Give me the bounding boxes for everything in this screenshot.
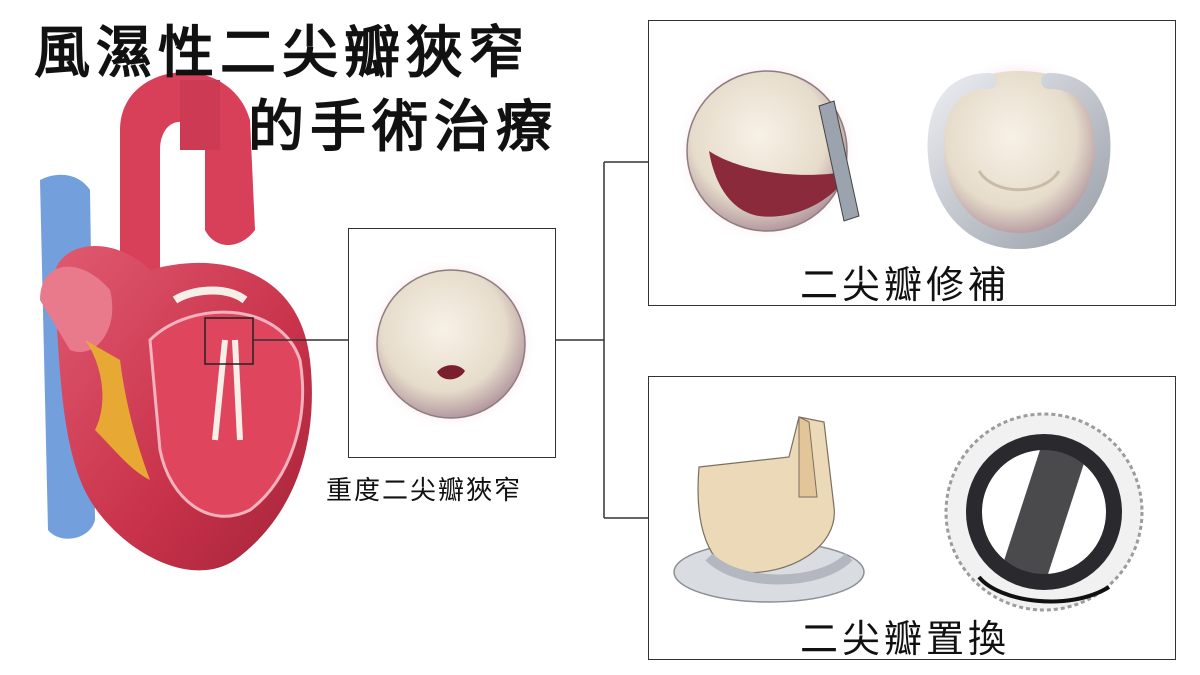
ventricle-cut-shape bbox=[148, 310, 304, 518]
chordae-shape bbox=[212, 339, 243, 441]
fat-tissue-shape bbox=[85, 340, 150, 480]
sewing-ring-shape bbox=[705, 553, 853, 585]
commissurotomy-valve bbox=[675, 59, 860, 243]
bioprosthetic-valve bbox=[673, 416, 865, 603]
highlight-square bbox=[204, 317, 254, 365]
repair-illustration bbox=[675, 57, 1111, 250]
stenotic-valve-illustration bbox=[365, 258, 537, 430]
repair-label: 二尖瓣修補 bbox=[800, 263, 1011, 307]
aorta-shape bbox=[120, 72, 255, 270]
aorta-branch-shape bbox=[180, 80, 220, 150]
narrow-orifice-shape bbox=[437, 365, 465, 380]
connector-lines bbox=[253, 161, 648, 519]
repair-box bbox=[648, 20, 1176, 306]
stenosis-box bbox=[348, 228, 556, 458]
replacement-illustration bbox=[673, 412, 1144, 612]
valve-strut-shape bbox=[798, 416, 818, 498]
title-line-2: 的手術治療 bbox=[248, 95, 558, 160]
coaptation-line-shape bbox=[977, 170, 1061, 192]
scalpel-icon bbox=[818, 100, 860, 222]
tilting-disc-shape bbox=[1000, 438, 1088, 586]
opened-orifice-shape bbox=[709, 151, 849, 217]
sewing-cuff-mark-shape bbox=[977, 575, 1111, 604]
annuloplasty-valve bbox=[927, 57, 1111, 250]
severe-stenosis-label: 重度二尖瓣狹窄 bbox=[326, 476, 523, 506]
replacement-label: 二尖瓣置換 bbox=[800, 617, 1011, 661]
replacement-box bbox=[648, 376, 1176, 660]
title-line-1: 風濕性二尖瓣狹窄 bbox=[34, 21, 530, 86]
annuloplasty-ring-shape bbox=[927, 73, 1111, 250]
valve-leaflet-shape bbox=[172, 286, 248, 304]
mechanical-valve bbox=[944, 412, 1144, 612]
left-atrium-shape bbox=[40, 266, 113, 352]
heart-illustration bbox=[40, 72, 312, 571]
